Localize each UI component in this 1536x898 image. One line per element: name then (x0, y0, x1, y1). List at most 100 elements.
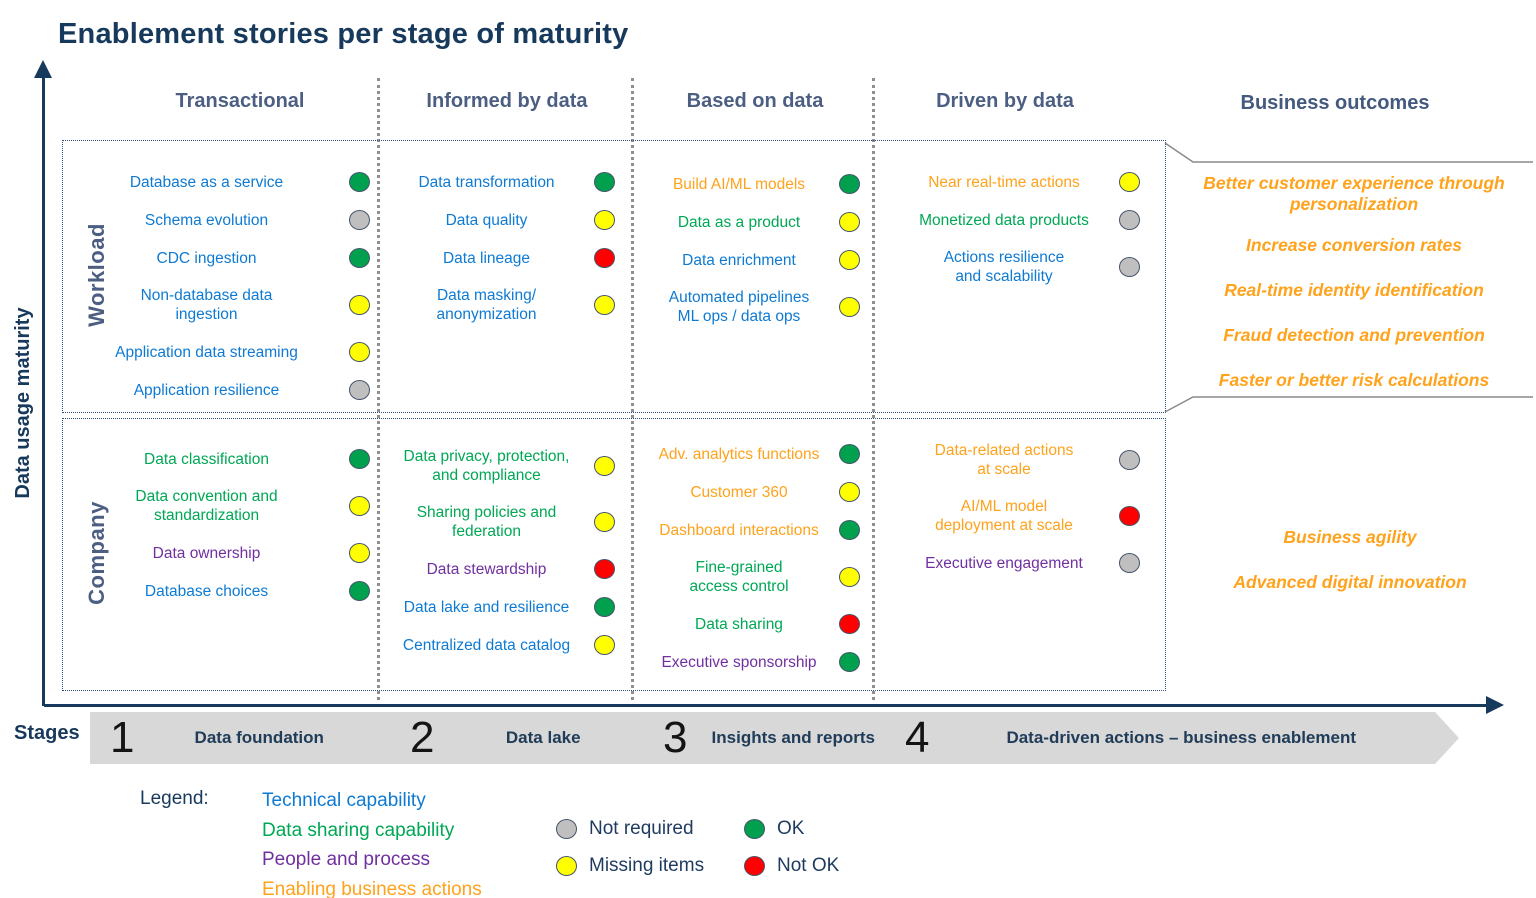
capability-item-label: Data classification (144, 450, 269, 468)
legend-label: Legend: (140, 788, 209, 809)
legend-status-label: Not OK (777, 854, 840, 876)
status-dot-not_ok (839, 614, 860, 634)
workload-group-box (62, 140, 1166, 413)
status-dot-ok (349, 581, 370, 601)
capability-item: Dashboard interactions (645, 511, 860, 549)
status-dot-not_required (1119, 450, 1140, 470)
business-outcome: Business agility (1283, 527, 1417, 547)
capability-item-label: Data transformation (418, 173, 555, 191)
legend-category-people: People and process (262, 849, 430, 870)
status-dot-ok (594, 172, 615, 192)
capability-item-label: Data quality (445, 211, 528, 229)
status-dot-ok (349, 449, 370, 469)
capability-item: Data classification (70, 440, 370, 478)
capability-item-label: AI/ML model deployment at scale (935, 498, 1073, 534)
capability-item-label: Data lineage (442, 249, 531, 267)
status-dot-missing (594, 456, 615, 476)
capability-item: Non-database data ingestion (70, 277, 370, 333)
column-header-informed-by-data: Informed by data (426, 90, 588, 112)
capability-item: Data lake and resilience (385, 588, 615, 626)
capability-item-label: Data privacy, protection, and compliance (403, 448, 570, 484)
capability-item-label: Dashboard interactions (659, 521, 819, 539)
status-dot-missing (349, 496, 370, 516)
business-outcome: Real-time identity identification (1224, 280, 1484, 300)
status-dot-ok (744, 818, 765, 839)
capability-item: Data sharing (645, 605, 860, 643)
legend-status-label: Not required (589, 817, 694, 839)
stage-number: 3 (663, 713, 688, 762)
capability-item: Automated pipelines ML ops / data ops (645, 279, 860, 335)
legend-statuses: Not required OK Missing items Not OK (556, 810, 839, 884)
business-outcome: Better customer experience through perso… (1203, 173, 1505, 214)
status-dot-ok (839, 652, 860, 672)
legend-category-technical: Technical capability (262, 790, 426, 811)
capability-item-label: Customer 360 (690, 483, 788, 501)
legend-status-missing: Missing items (556, 847, 744, 884)
business-outcome: Increase conversion rates (1246, 235, 1462, 255)
capability-item-label: Automated pipelines ML ops / data ops (668, 289, 810, 325)
capability-item-label: Monetized data products (919, 211, 1089, 229)
capability-item: Data transformation (385, 163, 615, 201)
capability-item-label: Data as a product (677, 213, 801, 231)
status-dot-not_ok (594, 559, 615, 579)
capability-item: CDC ingestion (70, 239, 370, 277)
status-dot-not_required (349, 210, 370, 230)
status-dot-missing (839, 567, 860, 587)
capability-item-label: Non-database data ingestion (140, 287, 273, 323)
outcomes-workload: Better customer experience through perso… (1180, 165, 1528, 403)
capability-item: Data as a product (645, 203, 860, 241)
stage-number: 4 (905, 713, 930, 762)
capability-item: Actions resilience and scalability (895, 239, 1140, 295)
status-dot-ok (349, 248, 370, 268)
capability-item: Executive sponsorship (645, 643, 860, 681)
capability-item: Data lineage (385, 239, 615, 277)
status-dot-missing (839, 482, 860, 502)
capability-item: Customer 360 (645, 473, 860, 511)
legend-status-label: Missing items (589, 854, 705, 876)
y-axis-label: Data usage maturity (12, 307, 34, 499)
business-outcome: Fraud detection and prevention (1223, 325, 1485, 345)
status-dot-ok (594, 597, 615, 617)
capability-item-label: Data enrichment (682, 251, 796, 269)
stage-number: 2 (410, 713, 435, 762)
status-dot-ok (839, 520, 860, 540)
legend-status-ok: OK (744, 810, 839, 847)
capability-item: Data stewardship (385, 550, 615, 588)
column-header-based-on-data: Based on data (686, 90, 824, 112)
business-outcome: Advanced digital innovation (1233, 572, 1467, 592)
status-dot-missing (594, 635, 615, 655)
stage-name: Insights and reports (711, 728, 875, 747)
capability-item: AI/ML model deployment at scale (895, 488, 1140, 544)
status-dot-missing (349, 342, 370, 362)
page-title: Enablement stories per stage of maturity (58, 18, 629, 50)
status-dot-not_ok (594, 248, 615, 268)
stage-name: Data foundation (194, 728, 324, 747)
capability-item-label: Adv. analytics functions (658, 445, 820, 463)
column-separator (377, 78, 380, 700)
capability-item-label: Application resilience (133, 381, 280, 399)
capability-item: Near real-time actions (895, 163, 1140, 201)
capability-item-label: Data masking/ anonymization (436, 287, 537, 323)
status-dot-not_required (1119, 257, 1140, 277)
capability-item: Sharing policies and federation (385, 494, 615, 550)
capability-item: Data masking/ anonymization (385, 277, 615, 333)
status-dot-ok (839, 174, 860, 194)
status-dot-not_required (349, 380, 370, 400)
capability-item: Centralized data catalog (385, 626, 615, 664)
business-outcome: Faster or better risk calculations (1218, 370, 1490, 390)
capability-item: Data privacy, protection, and compliance (385, 438, 615, 494)
capability-item-label: Data ownership (152, 544, 261, 562)
status-dot-missing (594, 210, 615, 230)
capability-item: Data quality (385, 201, 615, 239)
capability-item: Data enrichment (645, 241, 860, 279)
capability-item: Executive engagement (895, 544, 1140, 582)
capability-item-label: Sharing policies and federation (416, 504, 557, 540)
